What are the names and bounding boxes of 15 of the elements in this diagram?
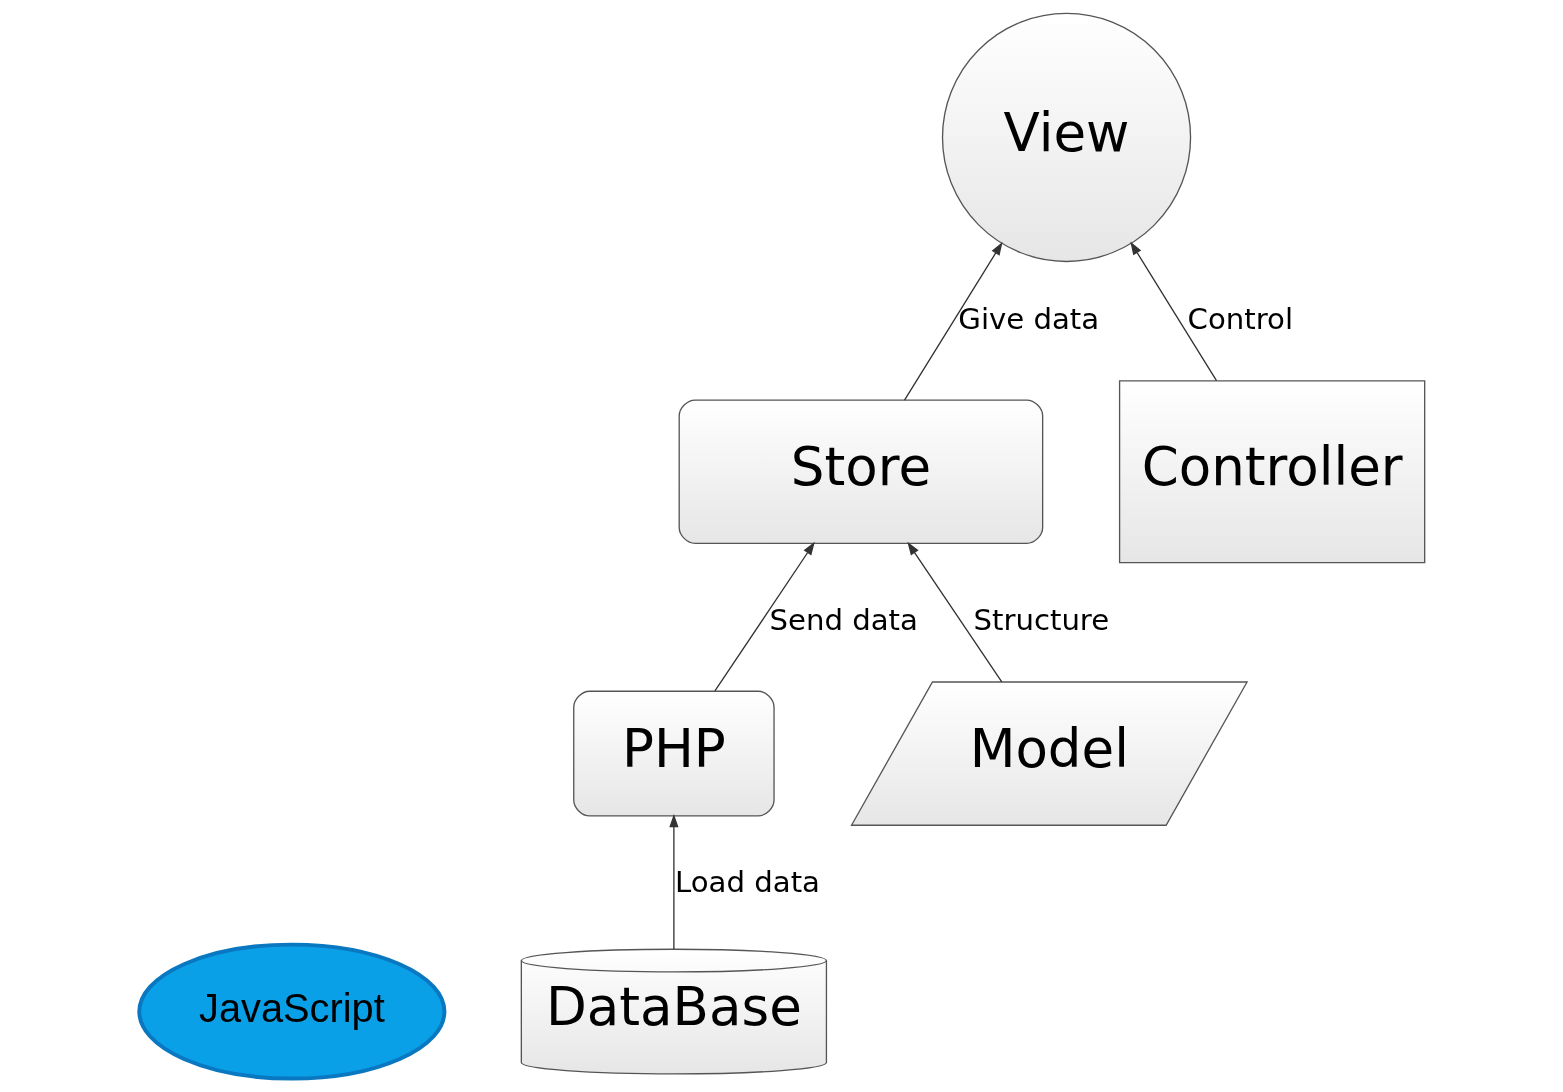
node-circle: View: [941, 12, 1191, 263]
edge-label: Give data: [957, 301, 1099, 336]
node-box: Controller: [1118, 380, 1425, 564]
edge-label: Send data: [768, 602, 918, 637]
node-box: PHP: [572, 690, 775, 817]
edge-label: Structure: [972, 602, 1109, 637]
arrow: [906, 541, 1002, 683]
arrow: [668, 814, 679, 950]
arrow: [713, 541, 815, 692]
arrow: [1129, 241, 1217, 382]
arrow: [903, 241, 1003, 401]
node-box: Store: [678, 399, 1043, 544]
edge-label: Control: [1187, 301, 1293, 336]
node-ellipse: JavaScript: [136, 942, 446, 1081]
edge-label: Load data: [674, 865, 820, 900]
